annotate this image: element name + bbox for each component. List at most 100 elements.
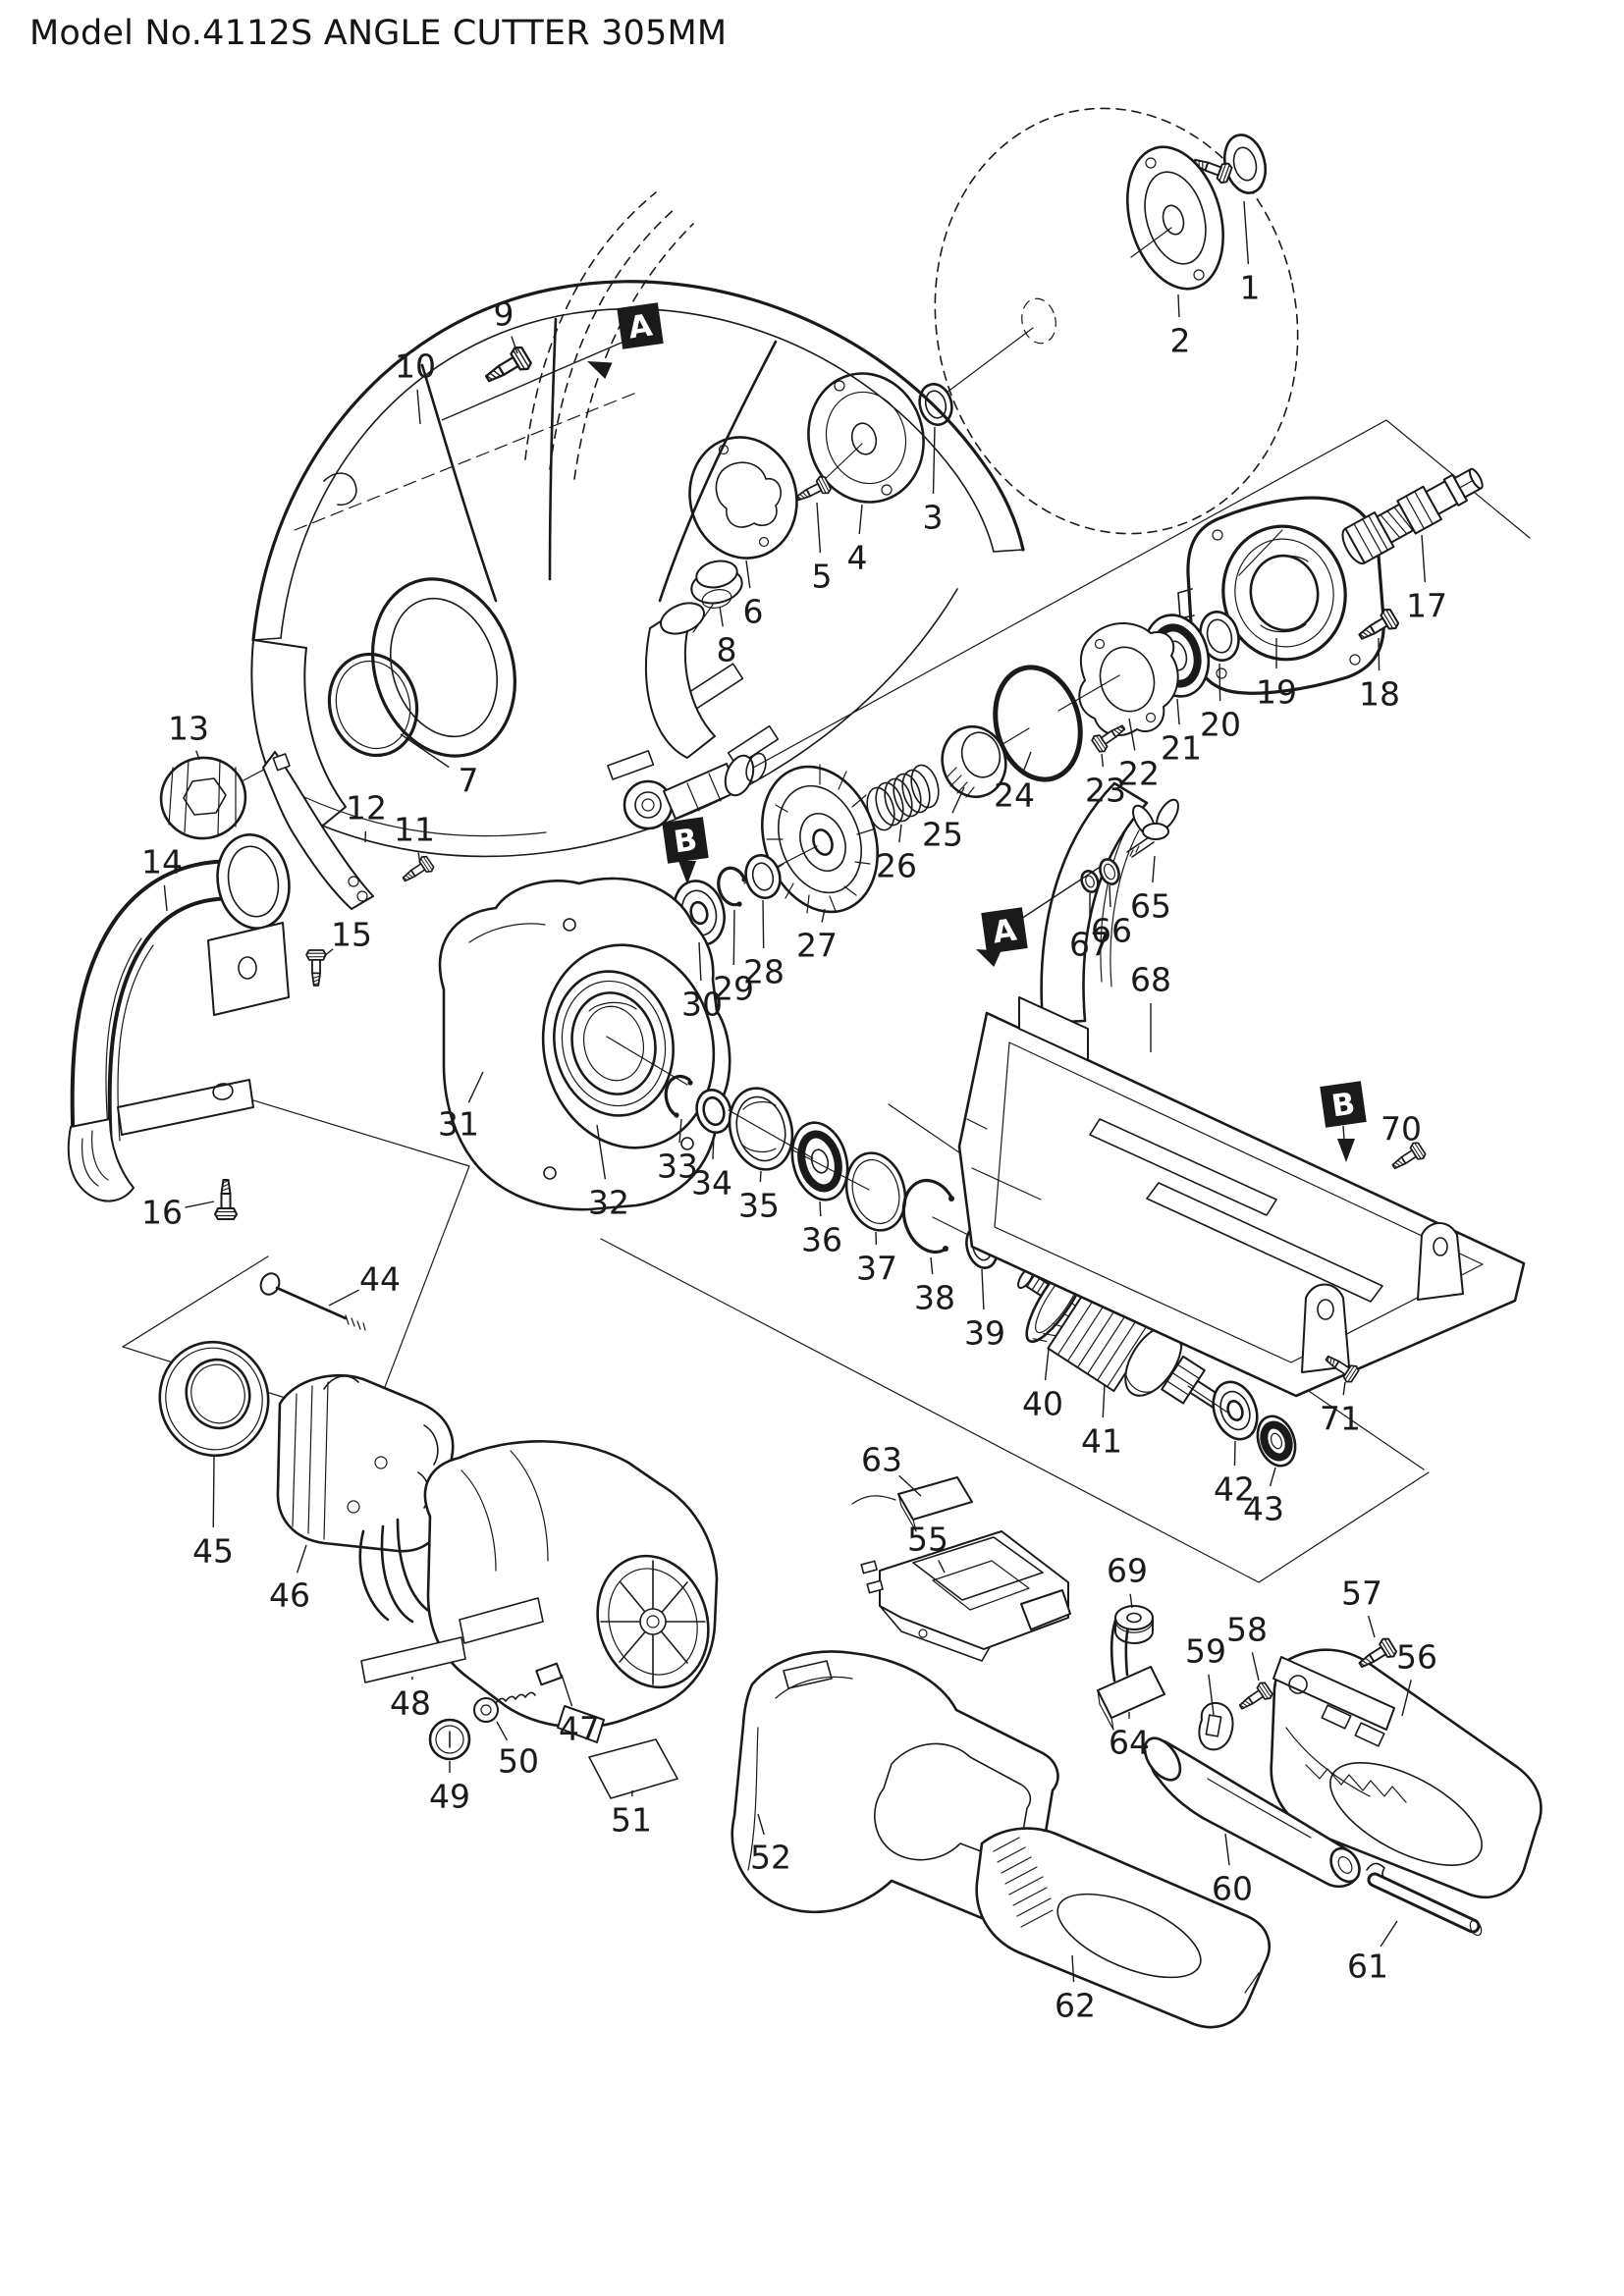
view-marker-b: B xyxy=(662,817,709,884)
part-label-1: 1 xyxy=(1240,200,1261,307)
part-label-58: 58 xyxy=(1226,1611,1268,1682)
svg-text:71: 71 xyxy=(1320,1400,1361,1438)
svg-text:42: 42 xyxy=(1214,1470,1255,1509)
svg-text:3: 3 xyxy=(923,499,944,537)
svg-text:7: 7 xyxy=(459,762,479,800)
svg-text:38: 38 xyxy=(914,1279,955,1317)
svg-text:67: 67 xyxy=(1069,926,1110,964)
part-2-outer-flange xyxy=(1126,145,1224,291)
svg-text:40: 40 xyxy=(1022,1385,1063,1423)
svg-text:29: 29 xyxy=(713,970,754,1008)
part-36-ball-bearing xyxy=(728,1109,849,1201)
svg-text:2: 2 xyxy=(1170,322,1191,360)
part-label-51: 51 xyxy=(611,1789,652,1840)
part-60-cord-guard xyxy=(1143,1736,1361,1889)
svg-text:21: 21 xyxy=(1161,729,1202,768)
part-label-32: 32 xyxy=(588,1124,629,1222)
part-51-baffle-sheet xyxy=(588,1738,678,1799)
svg-text:58: 58 xyxy=(1226,1611,1268,1649)
part-label-63: 63 xyxy=(861,1441,922,1497)
part-label-65: 65 xyxy=(1130,855,1171,926)
part-61-power-cord xyxy=(1366,1862,1483,1937)
part-label-42: 42 xyxy=(1214,1440,1255,1509)
part-4-inner-flange xyxy=(807,372,925,504)
part-label-59: 59 xyxy=(1185,1632,1226,1716)
svg-text:6: 6 xyxy=(743,593,764,631)
svg-text:14: 14 xyxy=(141,843,183,881)
part-label-61: 61 xyxy=(1347,1920,1398,1986)
part-label-29: 29 xyxy=(713,909,754,1008)
svg-text:A: A xyxy=(991,912,1019,950)
part-label-62: 62 xyxy=(1055,1954,1096,2025)
svg-text:55: 55 xyxy=(907,1521,948,1559)
part-label-43: 43 xyxy=(1243,1467,1284,1528)
part-label-48: 48 xyxy=(390,1676,431,1723)
spindle-shaft-assembly xyxy=(623,752,767,830)
part-14-side-handle xyxy=(67,833,291,1202)
part-label-55: 55 xyxy=(907,1521,948,1574)
part-label-6: 6 xyxy=(743,560,764,631)
part-16-bolt xyxy=(214,1179,238,1220)
part-label-7: 7 xyxy=(400,733,479,800)
part-20-ring xyxy=(1199,611,1240,662)
svg-text:62: 62 xyxy=(1055,1987,1096,2025)
part-label-9: 9 xyxy=(494,295,518,354)
part-label-60: 60 xyxy=(1212,1833,1253,1908)
part-label-24: 24 xyxy=(994,751,1035,815)
part-label-38: 38 xyxy=(914,1256,955,1317)
part-37-o-ring xyxy=(792,1149,907,1232)
part-label-70: 70 xyxy=(1380,1110,1422,1151)
part-66-washer xyxy=(1099,858,1120,885)
part-label-34: 34 xyxy=(691,1134,732,1202)
part-label-5: 5 xyxy=(812,502,833,596)
svg-text:27: 27 xyxy=(796,927,838,965)
svg-text:47: 47 xyxy=(559,1710,600,1748)
svg-text:69: 69 xyxy=(1107,1552,1148,1590)
part-label-69: 69 xyxy=(1107,1552,1148,1609)
part-13-knob xyxy=(159,756,276,840)
svg-text:36: 36 xyxy=(801,1221,842,1259)
svg-text:59: 59 xyxy=(1185,1632,1226,1671)
part-43-ball-bearing xyxy=(1256,1415,1297,1468)
part-label-39: 39 xyxy=(964,1268,1005,1353)
svg-text:34: 34 xyxy=(691,1164,732,1202)
svg-text:8: 8 xyxy=(717,631,737,669)
part-32-gear-housing xyxy=(438,877,731,1211)
part-label-18: 18 xyxy=(1359,637,1400,714)
view-marker-a: A xyxy=(441,302,664,421)
svg-text:26: 26 xyxy=(876,847,917,885)
part-label-50: 50 xyxy=(496,1721,539,1781)
svg-text:12: 12 xyxy=(346,789,387,828)
part-label-33: 33 xyxy=(657,1118,698,1186)
part-labels-layer: 1234567891011121314151617181920212223242… xyxy=(141,200,1447,2025)
part-label-13: 13 xyxy=(168,710,209,761)
part-label-22: 22 xyxy=(1118,718,1160,793)
part-56-handle-upper xyxy=(1270,1648,1543,1899)
part-label-20: 20 xyxy=(1200,663,1241,744)
part-label-57: 57 xyxy=(1341,1575,1382,1638)
view-marker-b: B xyxy=(1320,1081,1367,1162)
part-48-name-plate xyxy=(360,1636,466,1683)
part-label-37: 37 xyxy=(856,1231,897,1288)
svg-text:50: 50 xyxy=(498,1742,539,1781)
svg-text:43: 43 xyxy=(1243,1490,1284,1528)
svg-text:33: 33 xyxy=(657,1148,698,1186)
part-label-4: 4 xyxy=(847,504,868,577)
part-50-brush-spring-screw xyxy=(473,1662,564,1723)
svg-text:13: 13 xyxy=(168,710,209,748)
part-label-36: 36 xyxy=(801,1201,842,1259)
part-27-clutch-fan xyxy=(743,764,879,914)
svg-text:61: 61 xyxy=(1347,1948,1388,1986)
part-5-screw xyxy=(792,473,834,507)
part-22-bearing-retainer xyxy=(1057,621,1179,737)
part-29-circlip xyxy=(717,866,747,907)
svg-text:18: 18 xyxy=(1359,675,1400,714)
svg-text:5: 5 xyxy=(812,558,833,596)
part-46-field xyxy=(276,1373,455,1624)
svg-text:31: 31 xyxy=(438,1105,479,1144)
svg-text:56: 56 xyxy=(1396,1638,1437,1677)
part-label-12: 12 xyxy=(346,789,387,843)
part-label-64: 64 xyxy=(1109,1712,1150,1762)
svg-text:B: B xyxy=(672,823,699,861)
